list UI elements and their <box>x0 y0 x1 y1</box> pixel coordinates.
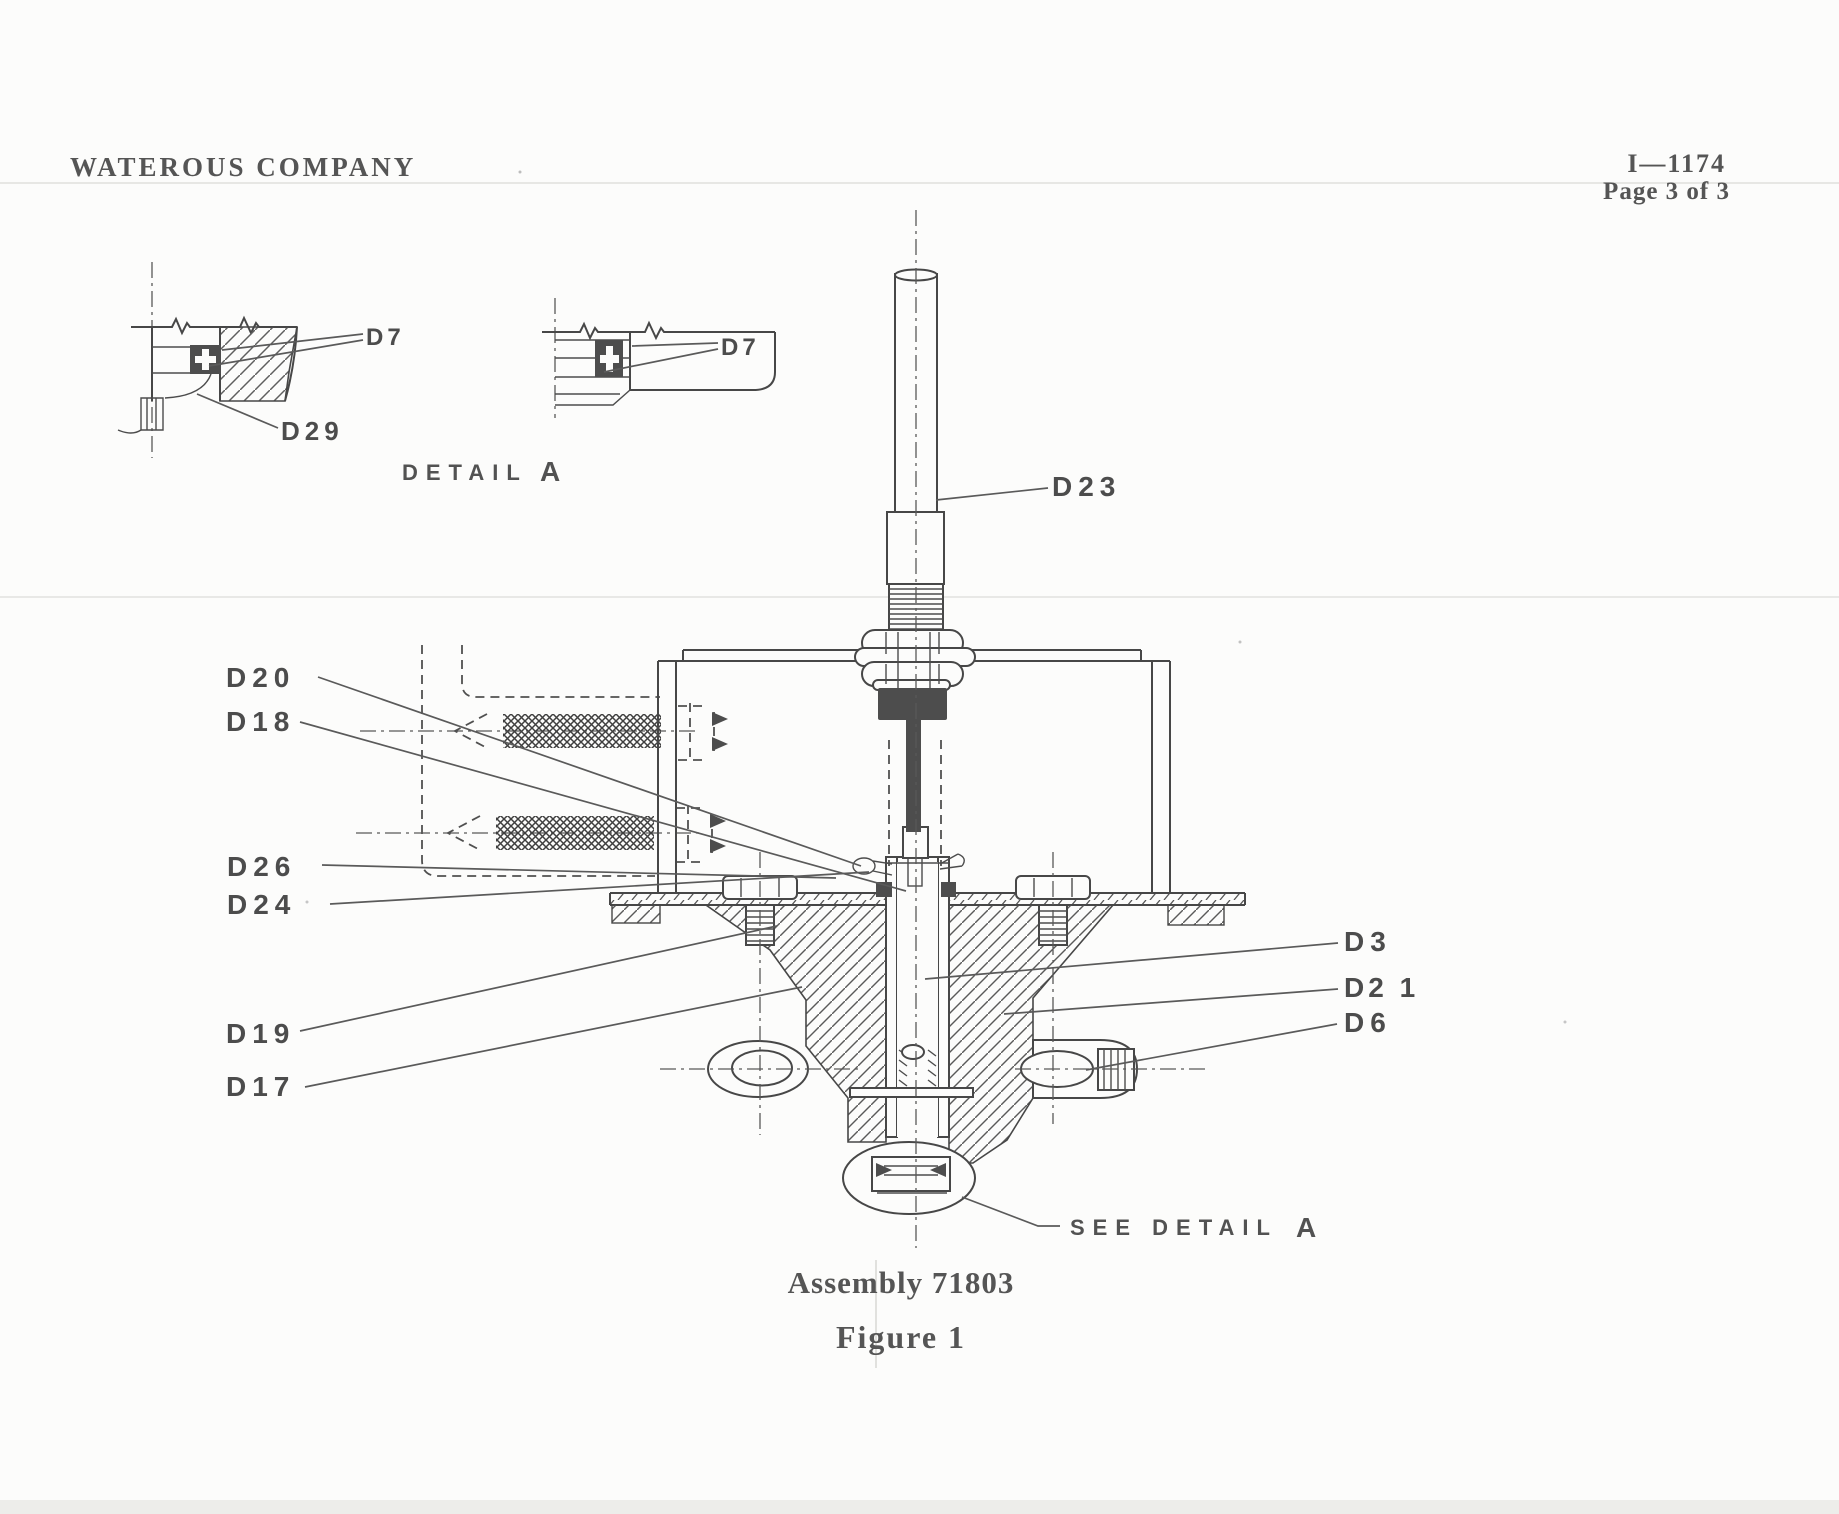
label-d3: D3 <box>1344 926 1392 957</box>
page-number: Page 3 of 3 <box>1603 178 1730 205</box>
part-labels: D7 D29 D7 D23 D20 D18 D26 D24 D19 D17 D3… <box>226 324 1419 1102</box>
valve-stem <box>906 720 921 832</box>
label-d19: D19 <box>226 1018 295 1049</box>
retainer-clip <box>939 853 965 870</box>
detail-a-caption-letter: A <box>540 456 560 487</box>
label-d26: D26 <box>227 851 296 882</box>
stem-guide-tube <box>849 856 974 1138</box>
label-d7-right: D7 <box>721 334 760 361</box>
label-d20: D20 <box>226 662 295 693</box>
bottom-cap <box>842 1141 976 1215</box>
company-title: WATEROUS COMPANY <box>70 152 416 182</box>
centerlines <box>660 210 1205 1248</box>
label-d17: D17 <box>226 1071 295 1102</box>
captions: DETAIL A SEE DETAIL A Assembly 71803 Fig… <box>402 456 1316 1355</box>
scan-artifacts <box>0 170 1839 1514</box>
label-d6: D6 <box>1344 1007 1392 1038</box>
jam-nut-stack <box>854 629 976 691</box>
see-detail-caption: SEE DETAIL <box>1070 1215 1278 1240</box>
cotter-pin <box>852 857 893 876</box>
gland-seal-right <box>941 882 956 897</box>
bottom-seal-pack <box>871 1156 951 1192</box>
label-d7-left: D7 <box>366 324 405 351</box>
label-d23: D23 <box>1052 471 1121 502</box>
stem-pin-hole <box>901 1044 925 1060</box>
label-d24: D24 <box>227 889 296 920</box>
assembly-caption: Assembly 71803 <box>788 1265 1015 1300</box>
hidden-spring-lower <box>356 805 726 863</box>
packing-block <box>878 688 947 720</box>
main-assembly <box>609 210 1246 1248</box>
hidden-spring-upper <box>360 703 728 761</box>
leader-lines <box>196 333 1339 1227</box>
valve-body-wall-left <box>703 904 887 1143</box>
detail-a-caption: DETAIL <box>402 460 528 485</box>
label-d18: D18 <box>226 706 295 737</box>
seat-flange-bar <box>849 1087 974 1098</box>
spring-section-lower <box>496 816 654 850</box>
valve-body-wall-right <box>948 904 1115 1164</box>
detail-a-left-view <box>117 262 298 458</box>
hidden-passages <box>421 645 660 877</box>
doc-number: I—1174 <box>1627 149 1726 178</box>
figure-caption: Figure 1 <box>836 1319 966 1355</box>
spring-section-upper <box>503 714 661 748</box>
label-d21: D2 1 <box>1344 972 1419 1003</box>
label-d29: D29 <box>281 416 344 446</box>
see-detail-caption-letter: A <box>1296 1212 1316 1243</box>
